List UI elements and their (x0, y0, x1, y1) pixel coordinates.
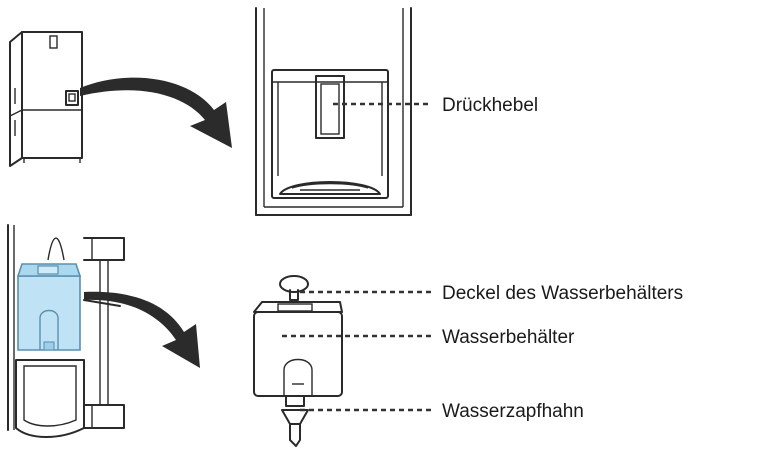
label-lever: Drückhebel (442, 95, 538, 116)
fridge-overview-illustration (9, 31, 83, 167)
water-tank-detail-illustration (253, 275, 343, 447)
door-with-tank-illustration (7, 224, 125, 438)
label-tank: Wasserbehälter (442, 327, 575, 348)
arrow-to-dispenser-detail (80, 77, 232, 148)
label-tank-lid: Deckel des Wasserbehälters (442, 283, 683, 304)
arrow-to-tank-detail (84, 291, 200, 368)
label-tap: Wasserzapfhahn (442, 401, 584, 422)
dispenser-detail-illustration (255, 7, 412, 216)
